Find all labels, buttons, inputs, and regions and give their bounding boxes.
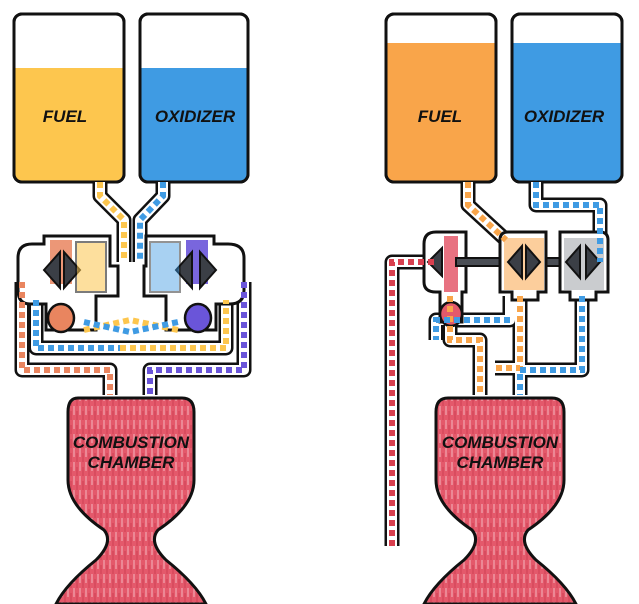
left-oxidizer-turbopump	[142, 234, 246, 334]
right-fuel-level	[387, 43, 495, 181]
right-chamber-label-line1: COMBUSTION	[442, 433, 559, 452]
right-oxidizer-pump	[558, 230, 610, 302]
right-engine: FUEL OXIDIZER	[384, 12, 624, 604]
left-chamber-label-line2: CHAMBER	[88, 453, 176, 472]
right-fuel-tank: FUEL	[384, 12, 498, 184]
right-oxidizer-level	[513, 43, 621, 181]
right-fuel-label: FUEL	[418, 107, 462, 126]
right-chamber-label-line2: CHAMBER	[457, 453, 545, 472]
left-fuel-label: FUEL	[43, 107, 87, 126]
left-oxidizer-level	[141, 68, 247, 181]
right-combustion-chamber: COMBUSTION CHAMBER	[422, 396, 578, 604]
left-engine: FUEL OXIDIZER	[12, 12, 252, 604]
left-fuel-level	[15, 68, 123, 181]
right-oxidizer-tank: OXIDIZER	[510, 12, 624, 184]
left-oxidizer-tank: OXIDIZER	[138, 12, 250, 184]
right-fuel-pump	[498, 230, 548, 302]
right-flow-lines	[389, 182, 603, 546]
left-flow-lines	[19, 182, 247, 395]
left-fuel-turbopump	[16, 234, 120, 334]
left-fuel-tank: FUEL	[12, 12, 126, 184]
left-combustion-chamber: COMBUSTION CHAMBER	[54, 396, 208, 604]
left-chamber-label-line1: COMBUSTION	[73, 433, 190, 452]
right-oxidizer-label: OXIDIZER	[524, 107, 605, 126]
right-gas-generator	[422, 230, 468, 328]
left-oxidizer-label: OXIDIZER	[155, 107, 236, 126]
